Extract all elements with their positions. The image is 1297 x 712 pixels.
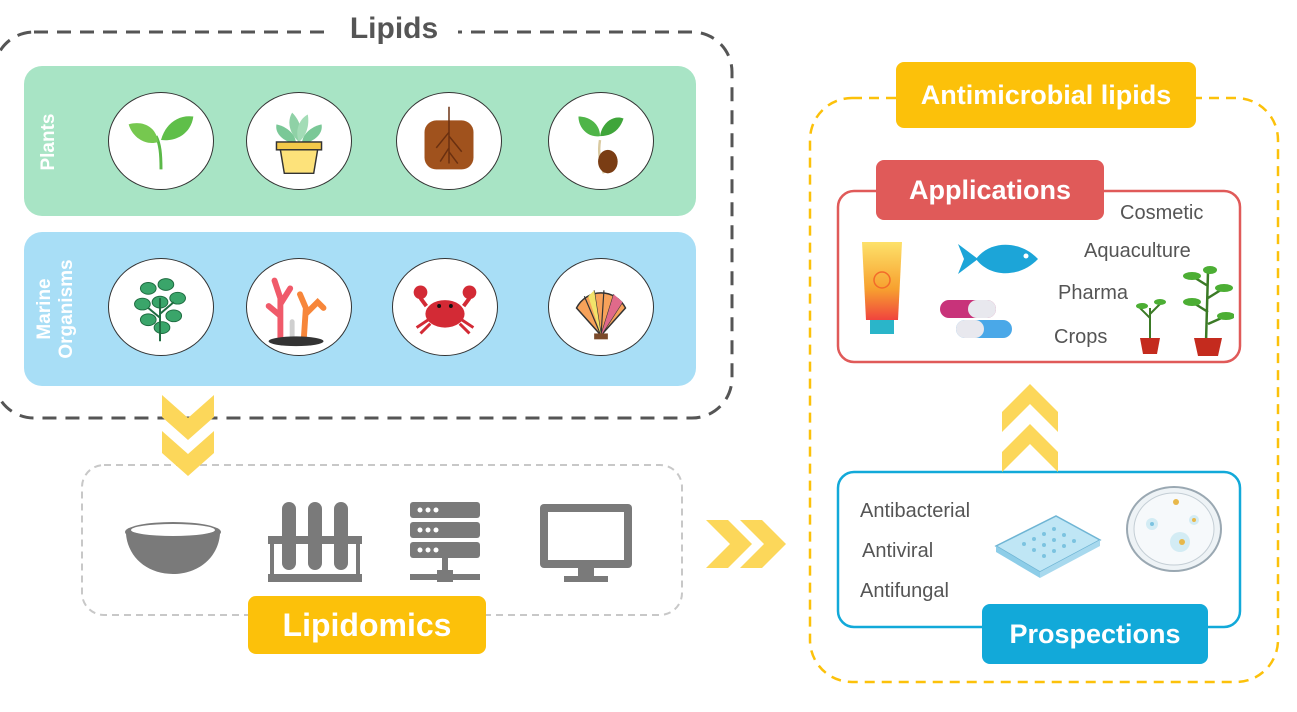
seedling-icon <box>548 92 654 190</box>
scallop-shell-icon <box>548 258 654 356</box>
monitor-icon <box>540 504 632 582</box>
sunscreen-tube-icon <box>862 242 902 334</box>
lipids-title: Lipids <box>330 12 458 46</box>
plant-pot-icon <box>1136 266 1234 356</box>
prospection-item-antiviral: Antiviral <box>862 540 934 562</box>
marine-label-line2: Organisms <box>56 259 77 359</box>
application-item-pharma: Pharma <box>1058 282 1129 304</box>
right-chevron-icon <box>706 520 786 568</box>
marine-label-line1: Marine <box>34 278 55 340</box>
plants-label: Plants <box>38 113 59 171</box>
well-plate-icon <box>994 515 1102 578</box>
petri-dish-icon <box>1126 486 1222 572</box>
down-chevron-icon <box>162 395 214 476</box>
up-chevron-icon <box>1002 384 1058 472</box>
application-item-crops: Crops <box>1054 326 1108 348</box>
potted-plant-icon <box>246 92 352 190</box>
test-tubes-icon <box>268 502 362 582</box>
crab-icon <box>392 258 498 356</box>
coral-icon <box>246 258 352 356</box>
leaf-icon <box>108 92 214 190</box>
capsule-icon <box>940 300 1012 338</box>
applications-label: Applications <box>876 160 1104 220</box>
application-item-aquaculture: Aquaculture <box>1084 240 1191 262</box>
prospection-item-antibacterial: Antibacterial <box>860 500 971 522</box>
antimicrobial-title: Antimicrobial lipids <box>896 62 1196 128</box>
bowl-icon <box>125 522 221 574</box>
server-icon <box>410 502 480 582</box>
seaweed-icon <box>108 258 214 356</box>
fish-icon <box>958 244 1038 274</box>
application-item-cosmetic: Cosmetic <box>1120 202 1204 224</box>
prospection-item-antifungal: Antifungal <box>860 580 949 602</box>
root-icon <box>396 92 502 190</box>
marine-label: Marine Organisms <box>34 247 78 371</box>
prospections-label: Prospections <box>982 604 1208 664</box>
lipidomics-label: Lipidomics <box>248 596 486 654</box>
